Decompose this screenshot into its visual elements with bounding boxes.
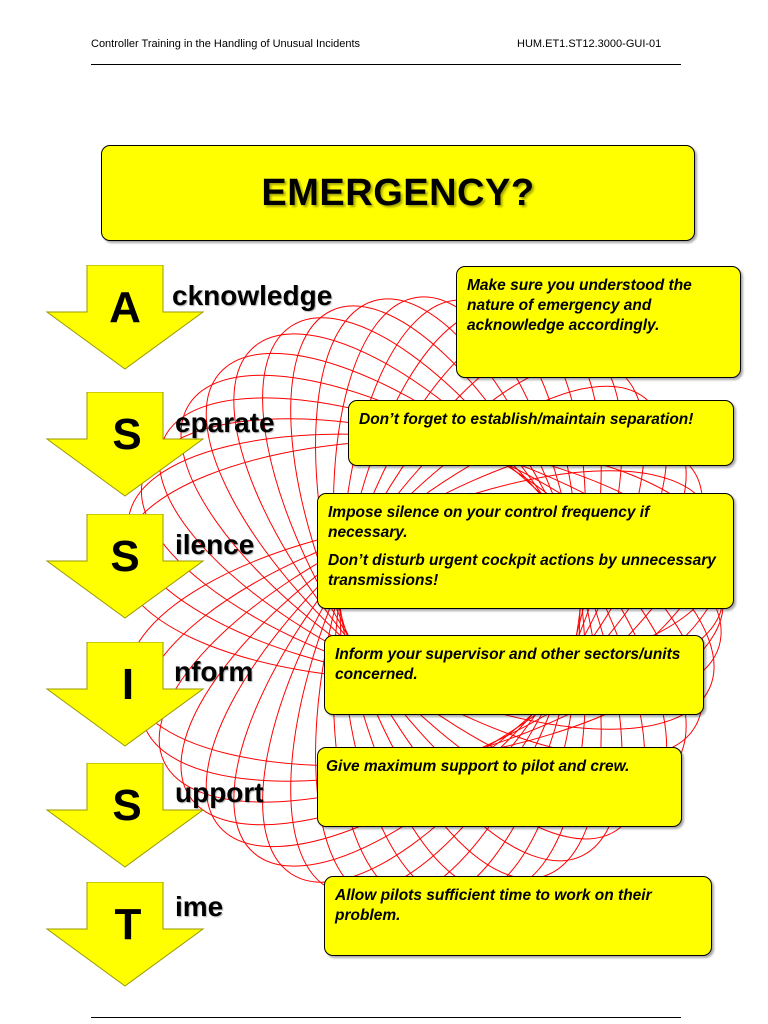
inform-note-text: Inform your supervisor and other sectors…	[335, 646, 681, 684]
acronym-word-time: ime	[175, 891, 224, 922]
silence-note-text-2: Don’t disturb urgent cockpit actions by …	[328, 552, 716, 590]
document-header-title: Controller Training in the Handling of U…	[91, 38, 361, 50]
header-rule	[91, 64, 681, 65]
inform-note: Inform your supervisor and other sectors…	[324, 635, 704, 715]
time-note-text: Allow pilots sufficient time to work on …	[335, 887, 652, 925]
arrow-down-icon	[45, 265, 205, 370]
document-reference-code: HUM.ET1.ST12.3000-GUI-01	[517, 38, 662, 50]
arrow-down-icon	[45, 882, 205, 987]
spirograph-ring	[290, 338, 623, 895]
acronym-word-acknowledge: cknowledge	[172, 280, 333, 311]
arrow-down-icon	[45, 642, 205, 747]
acknowledge-note: Make sure you understood the nature of e…	[456, 266, 741, 378]
acronym-word-support: upport	[175, 777, 264, 808]
acronym-word-separate: eparate	[175, 407, 275, 438]
acronym-letter-a: A	[109, 283, 141, 332]
acronym-letter-t: T	[114, 900, 142, 949]
separate-note-text: Don’t forget to establish/maintain separ…	[359, 411, 694, 428]
separate-note: Don’t forget to establish/maintain separ…	[348, 400, 734, 466]
acronym-letter-i: I	[121, 660, 135, 709]
silence-note: Impose silence on your control frequency…	[317, 493, 734, 609]
acronym-letter-s: S	[112, 781, 142, 830]
arrow-down-icon	[45, 514, 205, 619]
footer-rule	[91, 1017, 681, 1018]
arrow-down-icon	[45, 763, 205, 868]
title-box: EMERGENCY?	[101, 145, 695, 241]
acronym-word-silence: ilence	[175, 529, 255, 560]
arrow-down-icon	[45, 392, 205, 497]
time-note: Allow pilots sufficient time to work on …	[324, 876, 712, 956]
acronym-letter-s: S	[110, 532, 140, 581]
acknowledge-note-text: Make sure you understood the nature of e…	[467, 277, 692, 335]
acronym-letter-s: S	[112, 410, 142, 459]
silence-note-text: Impose silence on your control frequency…	[328, 504, 650, 542]
support-note: Give maximum support to pilot and crew.	[317, 747, 682, 827]
acronym-word-inform: nform	[174, 656, 254, 687]
support-note-text: Give maximum support to pilot and crew.	[326, 758, 630, 775]
page-title: EMERGENCY?	[261, 171, 535, 214]
